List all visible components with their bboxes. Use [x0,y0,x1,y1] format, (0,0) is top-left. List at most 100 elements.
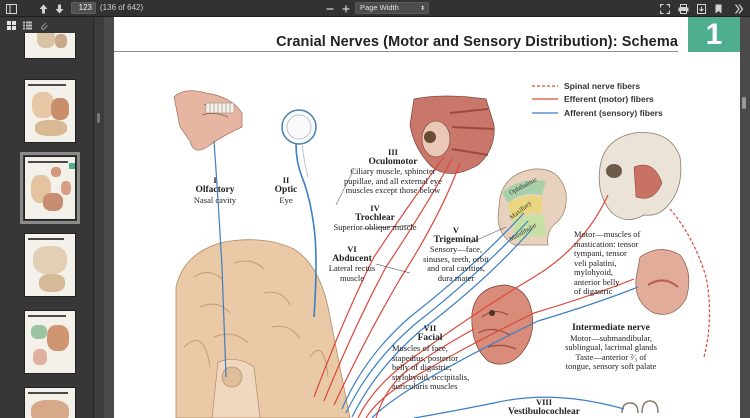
nerve-desc: Nasal cavity [193,195,237,205]
desc-line: mastication: tensor [574,238,639,249]
desc-line: veli palatini, [574,257,617,268]
fullscreen-icon[interactable] [659,2,670,15]
nerve-desc-line: sinuses, teeth, orbit [423,253,489,264]
desc-line: mylohyoid, [574,267,613,277]
page-thumbnail-current[interactable] [20,152,80,224]
viewer-scrollbar[interactable] [742,97,746,109]
page-thumbnail[interactable] [24,310,76,374]
page-title: Cranial Nerves (Motor and Sensory Distri… [276,34,678,50]
label-leader-lines [335,168,507,274]
nerve-desc-line: tongue, sensory soft palate [565,361,657,371]
zoom-select[interactable]: Page Width ⬍ [355,2,429,14]
nerve-desc-line: belly of digastric, [392,362,452,372]
download-icon[interactable] [696,2,707,15]
nerve-desc-line: stylohyoid, occipitalis, [392,371,470,382]
bookmark-icon[interactable] [713,2,723,15]
cranial-nerve-illustration [173,85,711,418]
nerve-number: VII [423,323,437,333]
viewer-toolbar: 123 (136 of 642) Page Width ⬍ [0,0,750,17]
nerve-desc-line: Sensory—face, [429,244,483,254]
outline-view-icon[interactable] [22,19,32,32]
inner-ear-illustration [621,400,659,414]
nerve-desc-line: Superior oblique muscle [333,222,417,232]
mastication-motor-label: Motor—muscles of mastication: tensor tym… [574,229,664,297]
nerve-number: VI [347,244,357,254]
nerve-desc-line: Taste—anterior ²⁄₃ of [575,351,647,362]
zoom-in-icon[interactable] [341,2,351,15]
desc-line: of digastric [574,286,613,296]
page-thumbnail[interactable] [24,233,76,297]
plate-number-badge: 1 [688,17,740,52]
nerve-desc-line: sublingual, lacrimal glands [565,342,657,352]
thumbnail-list [0,33,94,418]
nerve-facial-desc: Muscles of face, stapedius, posterior be… [392,343,492,392]
nerve-name: Vestibulocochlear [508,406,580,417]
nerve-desc-line: and oral cavities, [427,263,485,273]
nerve-number: VIII [535,397,553,407]
nerve-name: Trochlear [355,212,395,223]
nerve-trochlear-label: IV Trochlear Superior oblique muscle [310,203,440,233]
nerve-number: III [388,147,398,157]
page-number-input[interactable]: 123 [71,2,96,14]
nerve-number: II [282,175,290,185]
nerve-number: IV [370,203,380,213]
print-icon[interactable] [677,2,689,15]
attachments-icon[interactable] [38,19,48,32]
nerve-number: V [452,225,460,235]
more-tools-icon[interactable] [734,2,744,15]
nerve-desc-line: Motor—submandibular, [569,332,653,343]
legend-afferent-label: Afferent (sensory) fibers [564,108,663,118]
nerve-vestibulocochlear-label: VIII Vestibulocochlear [494,397,594,417]
nerve-desc-line: pupillae, and all external eye [344,175,442,186]
desc-line: anterior belly [574,276,620,287]
sidebar-scrollbar[interactable] [97,113,100,123]
document-viewer: Cranial Nerves (Motor and Sensory Distri… [104,17,750,418]
nerve-facial-label: VII Facial [380,323,480,343]
legend-efferent-label: Efferent (motor) fibers [564,94,654,104]
desc-line: tympani, tensor [574,248,627,258]
intermediate-nerve-label: Intermediate nerve Motor—submandibular, … [546,323,676,372]
next-page-icon[interactable] [54,2,65,15]
page-count: (136 of 642) [100,3,144,12]
nerve-desc-line: muscles except those below [345,185,441,195]
nerve-name: Olfactory [195,185,235,195]
page-thumbnail[interactable] [24,33,76,59]
nerve-desc-line: Muscles of face, [392,343,448,353]
title-rule [114,51,678,52]
nerve-name: Oculomotor [368,156,418,167]
nerve-name: Intermediate nerve [572,323,650,333]
nerve-fibers [213,140,711,418]
nerve-oculomotor-label: III Oculomotor Ciliary muscle, sphincter… [328,147,458,196]
sidebar-tools [0,17,94,33]
page-thumbnail[interactable] [24,387,76,418]
oral-cavity-illustration [635,249,690,315]
nerve-trigeminal-label: V Trigeminal Sensory—face, sinuses, teet… [410,225,502,283]
legend-spinal-label: Spinal nerve fibers [564,81,641,91]
nerve-desc-line: Ciliary muscle, sphincter [350,166,436,176]
desc-line: Motor—muscles of [574,229,641,239]
nerve-name: Trigeminal [433,234,479,245]
sidebar-toggle-icon[interactable] [5,2,17,15]
pdf-page: Cranial Nerves (Motor and Sensory Distri… [114,17,740,418]
nerve-name: Abducent [332,253,372,264]
zoom-out-icon[interactable] [325,2,335,15]
nerve-desc-line: stapedius, posterior [392,352,459,363]
nerve-desc-line: dura mater [437,272,475,283]
thumbnail-view-icon[interactable] [6,19,16,32]
nerve-desc-line: muscle [339,272,365,283]
previous-page-icon[interactable] [38,2,49,15]
nerve-name: Optic [274,185,298,195]
nerve-name: Facial [417,332,443,343]
nerve-desc-line: auricularis muscles [392,381,458,391]
select-arrows-icon: ⬍ [419,6,425,12]
nasal-cavity-illustration [173,90,243,151]
facial-muscles-illustration [471,284,534,365]
zoom-select-value: Page Width [360,3,399,12]
nerve-olfactory-label: I Olfactory Nasal cavity [180,175,250,205]
nerve-number: I [213,175,217,185]
page-thumbnail[interactable] [24,79,76,143]
nerve-optic-label: II Optic Eye [264,175,308,205]
nerve-desc-line: Lateral rectus [328,263,376,273]
thumbnail-sidebar [0,17,100,418]
nerve-abducent-label: VI Abducent Lateral rectus muscle [310,244,394,283]
